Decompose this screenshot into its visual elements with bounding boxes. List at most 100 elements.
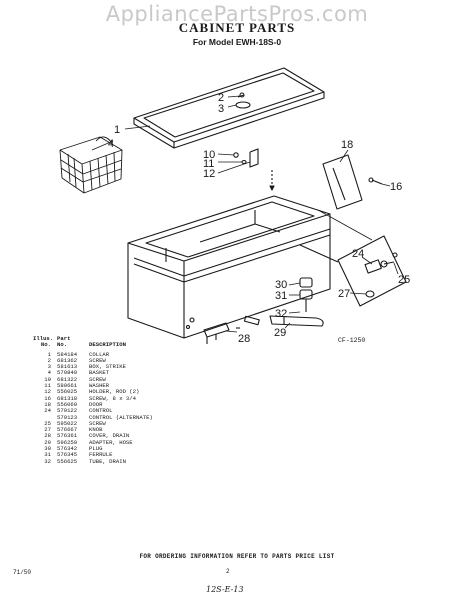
figure-code: CF-1250 <box>338 337 365 344</box>
part-no: 556069 <box>57 400 78 408</box>
basket-drawing <box>59 136 123 194</box>
part-no: 596259 <box>57 438 78 446</box>
description: FERRULE <box>89 451 113 459</box>
page-title: CABINET PARTS <box>178 20 296 35</box>
control-inset-drawing <box>299 209 407 307</box>
drain-assembly-drawing <box>203 277 324 344</box>
illus-no: 12 <box>44 388 51 396</box>
header-illus-bottom: No. <box>40 341 51 349</box>
part-no: 579122 <box>57 407 78 415</box>
description: COLLAR <box>89 350 110 358</box>
callout-25: 25 <box>398 274 410 286</box>
callout-31: 31 <box>275 290 287 302</box>
callout-2: 2 <box>218 92 224 104</box>
header-description: DESCRIPTION <box>89 341 126 349</box>
description: CONTROL (ALTERNATE) <box>89 413 153 421</box>
part-no: 579840 <box>57 369 78 377</box>
table-row: 29 596259 ADAPTER, HOSE <box>33 438 199 446</box>
part-no: 556625 <box>57 457 78 465</box>
table-row: 3 581613 BOX, STRIKE <box>33 363 199 371</box>
callout-27: 27 <box>338 288 350 300</box>
callout-29: 29 <box>274 327 286 339</box>
callout-32: 32 <box>275 308 287 320</box>
illus-no: 16 <box>44 394 51 402</box>
leader-lines <box>91 95 399 333</box>
table-row: 31 576345 FERRULE <box>33 451 199 459</box>
illus-no: 32 <box>44 457 51 465</box>
part-no: 681322 <box>57 375 78 383</box>
callout-3: 3 <box>218 103 224 115</box>
part-no: 681362 <box>57 356 78 364</box>
callout-18: 18 <box>341 139 353 151</box>
door-drawing <box>322 154 363 210</box>
callout-12: 12 <box>203 168 215 180</box>
part-no: 556025 <box>57 388 78 396</box>
illus-no: 1 <box>47 350 51 358</box>
part-no: 576667 <box>57 426 78 434</box>
rod-holder-drawing <box>233 148 275 191</box>
description: WASHER <box>89 382 110 390</box>
page-subtitle: For Model EWH-18S-0 <box>192 37 282 47</box>
header-part-bottom: No. <box>57 341 68 349</box>
parts-table-header-bottom: No. No. DESCRIPTION <box>33 341 199 349</box>
callout-1: 1 <box>114 124 120 136</box>
illus-no: 27 <box>44 426 51 434</box>
ordering-note: FOR ORDERING INFORMATION REFER TO PARTS … <box>139 553 335 560</box>
callout-28: 28 <box>238 333 250 345</box>
table-row: 25 595022 SCREW <box>33 419 199 427</box>
header-part-top: Part <box>57 335 71 342</box>
screw-16-drawing <box>368 177 383 185</box>
description: BOX, STRIKE <box>89 363 126 371</box>
callout-4: 4 <box>108 138 114 150</box>
illus-no: 31 <box>44 451 51 459</box>
part-no: 584184 <box>57 350 78 358</box>
table-row: 4 579840 BASKET <box>33 369 199 377</box>
part-no: 580661 <box>57 382 78 390</box>
handwritten-note: 12S-E-13 <box>206 585 244 594</box>
description: TUBE, DRAIN <box>89 457 126 465</box>
table-row: 11 580661 WASHER <box>33 382 199 390</box>
illus-no: 18 <box>44 400 51 408</box>
part-no: 681318 <box>57 394 78 402</box>
illus-no: 25 <box>44 419 51 427</box>
description: SCREW <box>89 375 106 383</box>
part-no: 576345 <box>57 451 78 459</box>
illus-no: 10 <box>44 375 51 383</box>
watermark-text: AppliancePartsPros.com <box>105 2 369 26</box>
table-row: 579123 CONTROL (ALTERNATE) <box>33 413 199 421</box>
description: SCREW <box>89 419 106 427</box>
table-row: 32 556625 TUBE, DRAIN <box>33 457 199 465</box>
table-row: 18 556069 DOOR <box>33 400 199 408</box>
callout-30: 30 <box>275 279 287 291</box>
strike-box-drawing <box>235 92 251 109</box>
description: BASKET <box>89 369 110 377</box>
description: DOOR <box>89 400 103 408</box>
part-no: 595022 <box>57 419 78 427</box>
illus-no: 11 <box>44 382 51 390</box>
illus-no: 3 <box>47 363 51 371</box>
part-no: 579123 <box>57 413 78 421</box>
part-no: 576361 <box>57 432 78 440</box>
illus-no: 4 <box>47 369 51 377</box>
description: HOLDER, ROD (2) <box>89 388 140 396</box>
callout-10: 10 <box>203 149 215 161</box>
illus-no: 29 <box>44 438 51 446</box>
illus-no: 24 <box>44 407 51 415</box>
part-no: 576342 <box>57 445 78 453</box>
description: SCREW <box>89 356 106 364</box>
callout-11: 11 <box>203 158 214 170</box>
part-no: 581613 <box>57 363 78 371</box>
description: ADAPTER, HOSE <box>89 438 133 446</box>
table-row: 10 681322 SCREW <box>33 375 199 383</box>
parts-table-header-top: Illus. Part <box>33 335 199 342</box>
table-row: 1 584184 COLLAR <box>33 350 199 358</box>
